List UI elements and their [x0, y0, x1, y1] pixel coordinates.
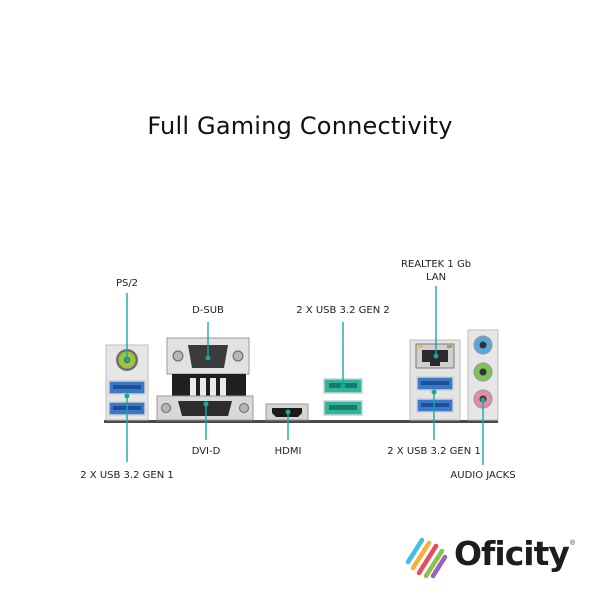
label-dsub: D-SUB	[192, 305, 224, 316]
label-hdmi: HDMI	[274, 446, 302, 457]
label-usb-gen2: 2 X USB 3.2 GEN 2	[296, 305, 390, 316]
registered-mark: ®	[570, 540, 576, 547]
label-lan-line1: REALTEK 1 Gb	[400, 259, 472, 270]
oficity-logo-mark-icon	[405, 537, 448, 579]
oficity-logo-text: Oficity	[454, 534, 570, 573]
dsub-dvi-stack	[156, 337, 254, 421]
io-panel-baseline	[104, 420, 498, 423]
page-title: Full Gaming Connectivity	[147, 112, 453, 140]
label-dvid: DVI-D	[191, 446, 221, 457]
callout-lines	[124, 286, 486, 465]
label-audio-jacks: AUDIO JACKS	[450, 470, 516, 481]
label-lan-line2: LAN	[425, 272, 447, 283]
lan-usb-stack	[409, 339, 461, 421]
dvid-port	[178, 401, 232, 416]
label-ps2: PS/2	[115, 278, 139, 289]
oficity-logo: Oficity ®	[402, 532, 582, 582]
audio-jacks-stack	[467, 329, 499, 421]
label-usb-gen1-right: 2 X USB 3.2 GEN 1	[387, 446, 481, 457]
label-usb-gen1-left: 2 X USB 3.2 GEN 1	[80, 470, 174, 481]
